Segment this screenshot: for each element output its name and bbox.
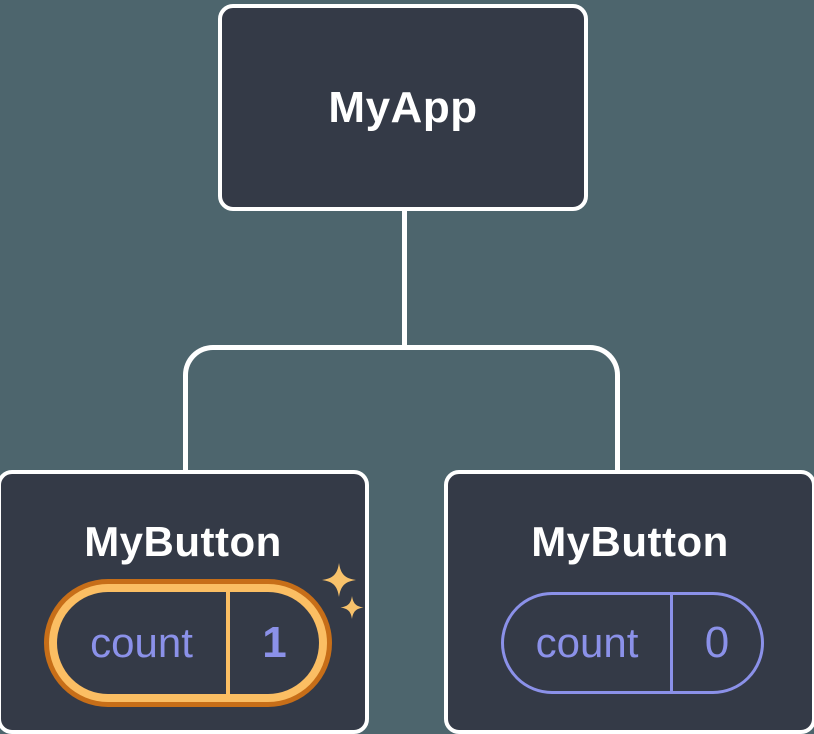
state-value-label: 1 (262, 618, 287, 667)
state-pill-right: count 0 (501, 592, 764, 694)
component-node-left: MyButton count 1 (0, 470, 369, 734)
connector-root-stem (402, 211, 407, 348)
state-pill-highlight-ring: count 1 (44, 579, 332, 707)
state-pill-left: count 1 (57, 592, 319, 694)
state-key-label: count (535, 619, 639, 666)
sparkle-small-icon (340, 596, 364, 619)
pill-divider (226, 592, 230, 694)
component-node-right: MyButton count 0 (444, 470, 814, 734)
left-node-label: MyButton (84, 518, 282, 565)
pill-divider (670, 595, 673, 691)
sparkle-large-icon (322, 562, 356, 598)
root-node-label: MyApp (328, 82, 478, 132)
state-key-label: count (90, 619, 193, 666)
state-value-label: 0 (704, 618, 730, 667)
component-node-root: MyApp (218, 4, 588, 211)
right-node-label: MyButton (531, 518, 729, 565)
connector-branch (183, 345, 620, 470)
